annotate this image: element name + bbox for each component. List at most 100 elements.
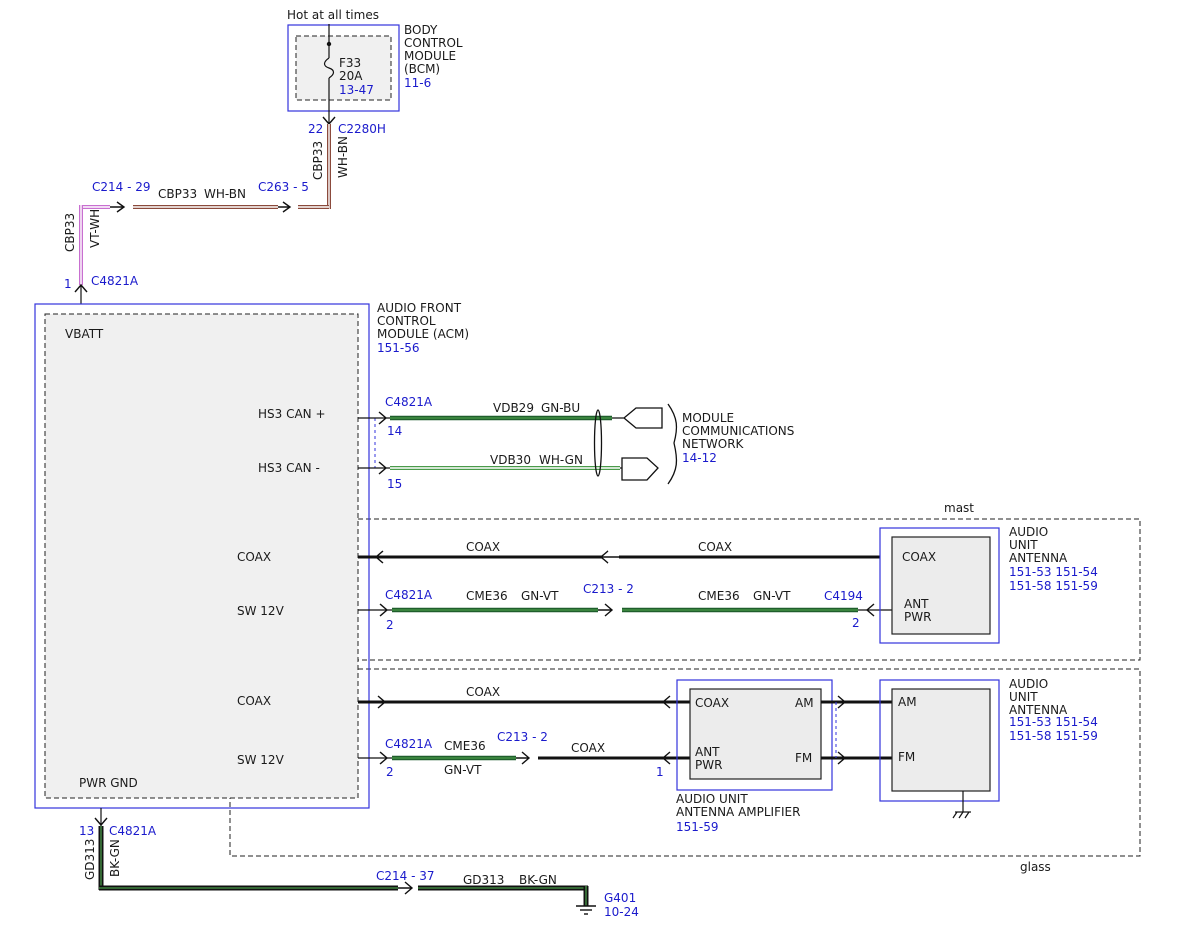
gd313-horizontal-color: BK-GN bbox=[519, 873, 557, 887]
amp-pwr-line-0: ANT bbox=[695, 745, 720, 759]
bcm-name-line-3: (BCM) bbox=[404, 62, 440, 76]
can-connector[interactable]: C4821A bbox=[385, 395, 433, 409]
mast-coax-label: COAX bbox=[237, 550, 271, 564]
glass-antenna-fm-label: FM bbox=[898, 750, 915, 764]
amp-coax-label: COAX bbox=[695, 696, 729, 710]
mast-coax-arrow-mid2-icon bbox=[599, 550, 619, 564]
glass-cme36-circuit: CME36 bbox=[444, 739, 486, 753]
c214-inline-label[interactable]: C214 - 29 bbox=[92, 180, 151, 194]
wire-cbp33-horizontal-color: WH-BN bbox=[204, 187, 246, 201]
mast-cme36-right-color: GN-VT bbox=[753, 589, 791, 603]
glass-antenna-box bbox=[879, 679, 1000, 802]
c263-inline-label[interactable]: C263 - 5 bbox=[258, 180, 309, 194]
bcm-ref[interactable]: 11-6 bbox=[404, 76, 431, 90]
mast-antenna-pwr-line-1: PWR bbox=[904, 610, 931, 624]
wire-vdb29-color: GN-BU bbox=[541, 401, 580, 415]
c214-arrow-icon bbox=[110, 201, 126, 213]
bcm-name-line-2: MODULE bbox=[404, 49, 456, 63]
acm-pwr-gnd-label: PWR GND bbox=[79, 776, 138, 790]
pwr-gnd-arrow-icon bbox=[94, 817, 108, 827]
network-brace-icon bbox=[667, 403, 678, 485]
mast-far-pin: 2 bbox=[852, 616, 860, 630]
amp-am-label: AM bbox=[795, 696, 814, 710]
mast-antenna-ref-1[interactable]: 151-58 151-59 bbox=[1009, 579, 1098, 593]
mast-coax-arrow-left-icon bbox=[374, 550, 384, 564]
twisted-pair-icon bbox=[593, 409, 603, 477]
acm-vbatt-label: VBATT bbox=[65, 327, 104, 341]
wire-gd313[interactable] bbox=[98, 826, 589, 906]
bcm-name-line-1: CONTROL bbox=[404, 36, 463, 50]
glass-c213-inline[interactable]: C213 - 2 bbox=[497, 730, 548, 744]
network-name-line-1: COMMUNICATIONS bbox=[682, 424, 794, 438]
mast-region-label: mast bbox=[944, 501, 974, 515]
wire-cbp33-vertical-circuit: CBP33 bbox=[311, 141, 325, 180]
mast-antenna-name-line-0: AUDIO bbox=[1009, 525, 1048, 539]
mast-antenna-name-line-2: ANTENNA bbox=[1009, 551, 1068, 565]
glass-region-label: glass bbox=[1020, 860, 1051, 874]
amp-fm-label: FM bbox=[795, 751, 812, 765]
mast-sw12v-label: SW 12V bbox=[237, 604, 285, 618]
network-ref[interactable]: 14-12 bbox=[682, 451, 717, 465]
can-plus-pin: 14 bbox=[387, 424, 402, 438]
mast-far-connector[interactable]: C4194 bbox=[824, 589, 863, 603]
gd313-vertical-circuit: GD313 bbox=[83, 839, 97, 880]
ground-ref[interactable]: 10-24 bbox=[604, 905, 639, 919]
bcm-name-line-0: BODY bbox=[404, 23, 438, 37]
fuse-id: F33 bbox=[339, 56, 361, 70]
glass-c213-arrow-icon bbox=[516, 751, 531, 765]
c263-arrow-icon bbox=[278, 201, 292, 213]
glass-antenna-ref-0[interactable]: 151-53 151-54 bbox=[1009, 715, 1098, 729]
mast-sw-far-arrow-icon bbox=[865, 603, 875, 617]
can-minus-arrow-icon bbox=[378, 461, 388, 475]
fuse-top-dot bbox=[326, 41, 332, 47]
wire-vdb30-color: WH-GN bbox=[539, 453, 583, 467]
glass-antenna-ref-1[interactable]: 151-58 151-59 bbox=[1009, 729, 1098, 743]
acm-vbatt-connector[interactable]: C4821A bbox=[91, 274, 139, 288]
network-name-line-0: MODULE bbox=[682, 411, 734, 425]
mast-antenna-name-line-1: UNIT bbox=[1009, 538, 1038, 552]
ground-id[interactable]: G401 bbox=[604, 891, 636, 905]
bcm-connector[interactable]: C2280H bbox=[338, 122, 386, 136]
mast-cme36-right-circuit: CME36 bbox=[698, 589, 740, 603]
gd313-vertical-color: BK-GN bbox=[108, 839, 122, 877]
acm-vbatt-arrow-icon bbox=[74, 283, 88, 293]
amp-fm-arrow-icon bbox=[837, 751, 847, 765]
can-minus-network-connector-icon bbox=[620, 457, 659, 481]
glass-sw-connector[interactable]: C4821A bbox=[385, 737, 433, 751]
glass-amp-pin: 1 bbox=[656, 765, 664, 779]
glass-antenna-name-line-2: ANTENNA bbox=[1009, 703, 1068, 717]
mast-c213-inline[interactable]: C213 - 2 bbox=[583, 582, 634, 596]
bcm-box bbox=[287, 24, 400, 112]
mast-antenna-ref-0[interactable]: 151-53 151-54 bbox=[1009, 565, 1098, 579]
mast-sw-arrow-icon bbox=[379, 603, 389, 617]
c214-37-inline[interactable]: C214 - 37 bbox=[376, 869, 435, 883]
acm-hs3-minus-label: HS3 CAN - bbox=[258, 461, 320, 475]
mast-sw-connector[interactable]: C4821A bbox=[385, 588, 433, 602]
glass-antenna-name-line-1: UNIT bbox=[1009, 690, 1038, 704]
amp-ref[interactable]: 151-59 bbox=[676, 820, 719, 834]
mast-coax-wire-left-label: COAX bbox=[466, 540, 500, 554]
wire-vdb30-circuit: VDB30 bbox=[490, 453, 531, 467]
glass-coax-after-label: COAX bbox=[571, 741, 605, 755]
mast-cme36-left-color: GN-VT bbox=[521, 589, 559, 603]
amp-name-line-1: ANTENNA AMPLIFIER bbox=[676, 805, 800, 819]
network-name-line-2: NETWORK bbox=[682, 437, 745, 451]
wire-cbp33-vertical-color: WH-BN bbox=[336, 136, 350, 178]
ground-connector[interactable]: C4821A bbox=[109, 824, 157, 838]
can-plus-network-connector-icon bbox=[612, 407, 663, 429]
can-minus-pin: 15 bbox=[387, 477, 402, 491]
acm-name-line-1: CONTROL bbox=[377, 314, 436, 328]
acm-hs3-plus-label: HS3 CAN + bbox=[258, 407, 326, 421]
wire-cbp33-vt-wh[interactable] bbox=[79, 205, 110, 285]
wire-vtwh-color: VT-WH bbox=[88, 209, 102, 248]
fuse-amp: 20A bbox=[339, 69, 363, 83]
hot-at-all-times-label: Hot at all times bbox=[287, 8, 379, 22]
fuse-ref[interactable]: 13-47 bbox=[339, 83, 374, 97]
wire-cbp33-horizontal-circuit: CBP33 bbox=[158, 187, 197, 201]
glass-sw-pin: 2 bbox=[386, 765, 394, 779]
glass-sw12v-label: SW 12V bbox=[237, 753, 285, 767]
mast-region bbox=[229, 518, 1141, 661]
acm-ref[interactable]: 151-56 bbox=[377, 341, 420, 355]
amp-inner bbox=[689, 688, 822, 780]
